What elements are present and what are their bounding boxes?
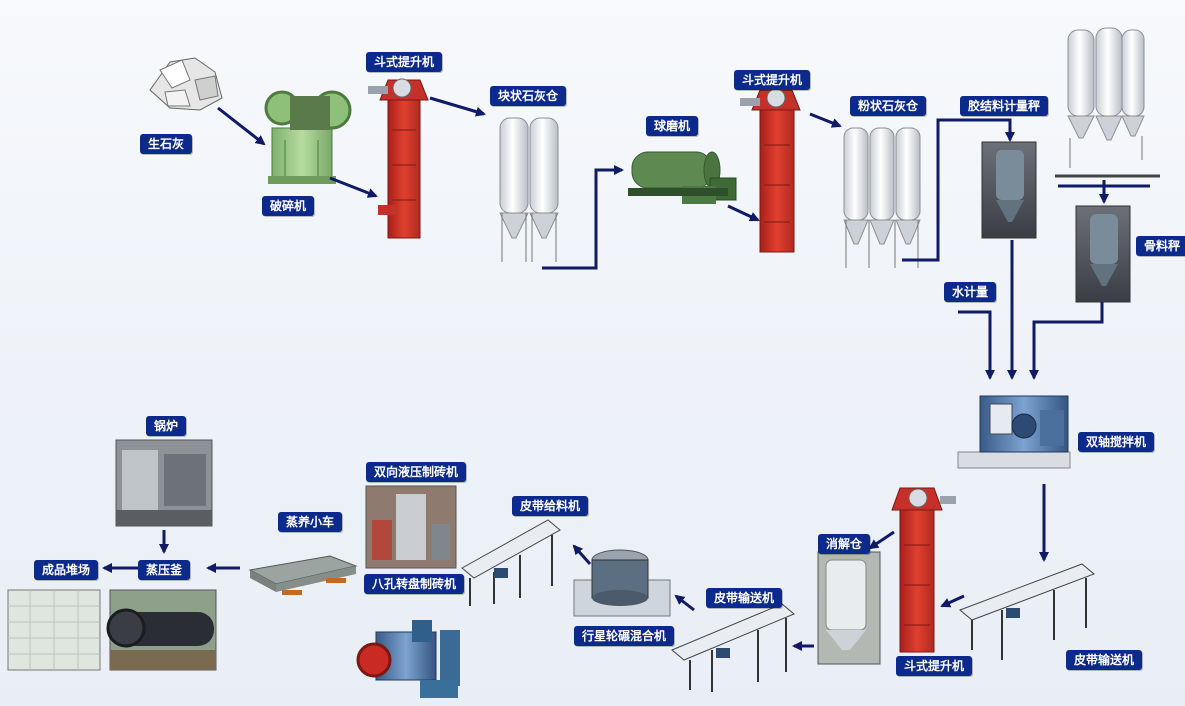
label-lump-lime-silo: 块状石灰仓 <box>490 86 567 106</box>
digestion-silo-image <box>817 551 881 665</box>
label-bucket-elevator-2: 斗式提升机 <box>734 70 811 90</box>
label-crusher: 破碎机 <box>262 196 315 216</box>
label-digestion-silo: 消解仓 <box>818 534 871 554</box>
twin-shaft-mixer-image <box>957 395 1071 469</box>
label-planetary-mixer: 行星轮碾混合机 <box>574 626 675 646</box>
label-twin-shaft-mixer: 双轴搅拌机 <box>1078 432 1155 452</box>
boiler-image <box>115 439 213 527</box>
rotary-press-image <box>356 620 460 698</box>
quicklime-image <box>149 57 223 111</box>
label-finished-yard: 成品堆场 <box>34 560 99 580</box>
flow-arrows <box>102 96 1150 651</box>
label-hydraulic-press: 双向液压制砖机 <box>366 462 467 482</box>
lump-lime-silo-image <box>499 117 559 262</box>
finished-yard-image <box>7 589 101 671</box>
label-rotary-press: 八孔转盘制砖机 <box>364 574 465 594</box>
aggregate-scale-image <box>1075 205 1131 303</box>
steam-cart-image <box>248 555 358 595</box>
aggregate-silo-image <box>1055 27 1160 178</box>
binder-scale-image <box>981 141 1037 239</box>
powder-lime-silo-image <box>843 127 921 268</box>
label-belt-feeder: 皮带给料机 <box>512 496 589 516</box>
belt-feeder-image <box>461 519 561 606</box>
belt-conveyor-2-image <box>959 563 1095 660</box>
label-powder-lime-silo: 粉状石灰仓 <box>850 96 927 116</box>
label-water-metering: 水计量 <box>944 282 997 302</box>
planetary-mixer-image <box>573 549 671 617</box>
label-ball-mill: 球磨机 <box>646 116 699 136</box>
label-boiler: 锅炉 <box>146 416 187 436</box>
autoclave-image <box>106 589 217 671</box>
label-autoclave: 蒸压釜 <box>138 560 191 580</box>
belt-conveyor-1-image <box>671 603 795 692</box>
label-belt-conveyor-2: 皮带输送机 <box>1066 650 1143 670</box>
bucket-elevator-1-image <box>368 78 429 239</box>
crusher-image <box>264 90 352 184</box>
label-steam-cart: 蒸养小车 <box>278 512 343 532</box>
label-belt-conveyor-1: 皮带输送机 <box>706 588 783 608</box>
label-quicklime: 生石灰 <box>140 134 193 154</box>
label-bucket-elevator-1: 斗式提升机 <box>366 52 443 72</box>
label-bucket-elevator-3: 斗式提升机 <box>896 656 973 676</box>
ball-mill-image <box>628 151 737 204</box>
bucket-elevator-2-image <box>740 88 801 253</box>
label-aggregate-scale: 骨料秤 <box>1136 236 1185 256</box>
label-binder-scale: 胶结料计量秤 <box>960 96 1049 116</box>
hydraulic-press-image <box>365 485 457 569</box>
bucket-elevator-3-image <box>891 487 956 653</box>
